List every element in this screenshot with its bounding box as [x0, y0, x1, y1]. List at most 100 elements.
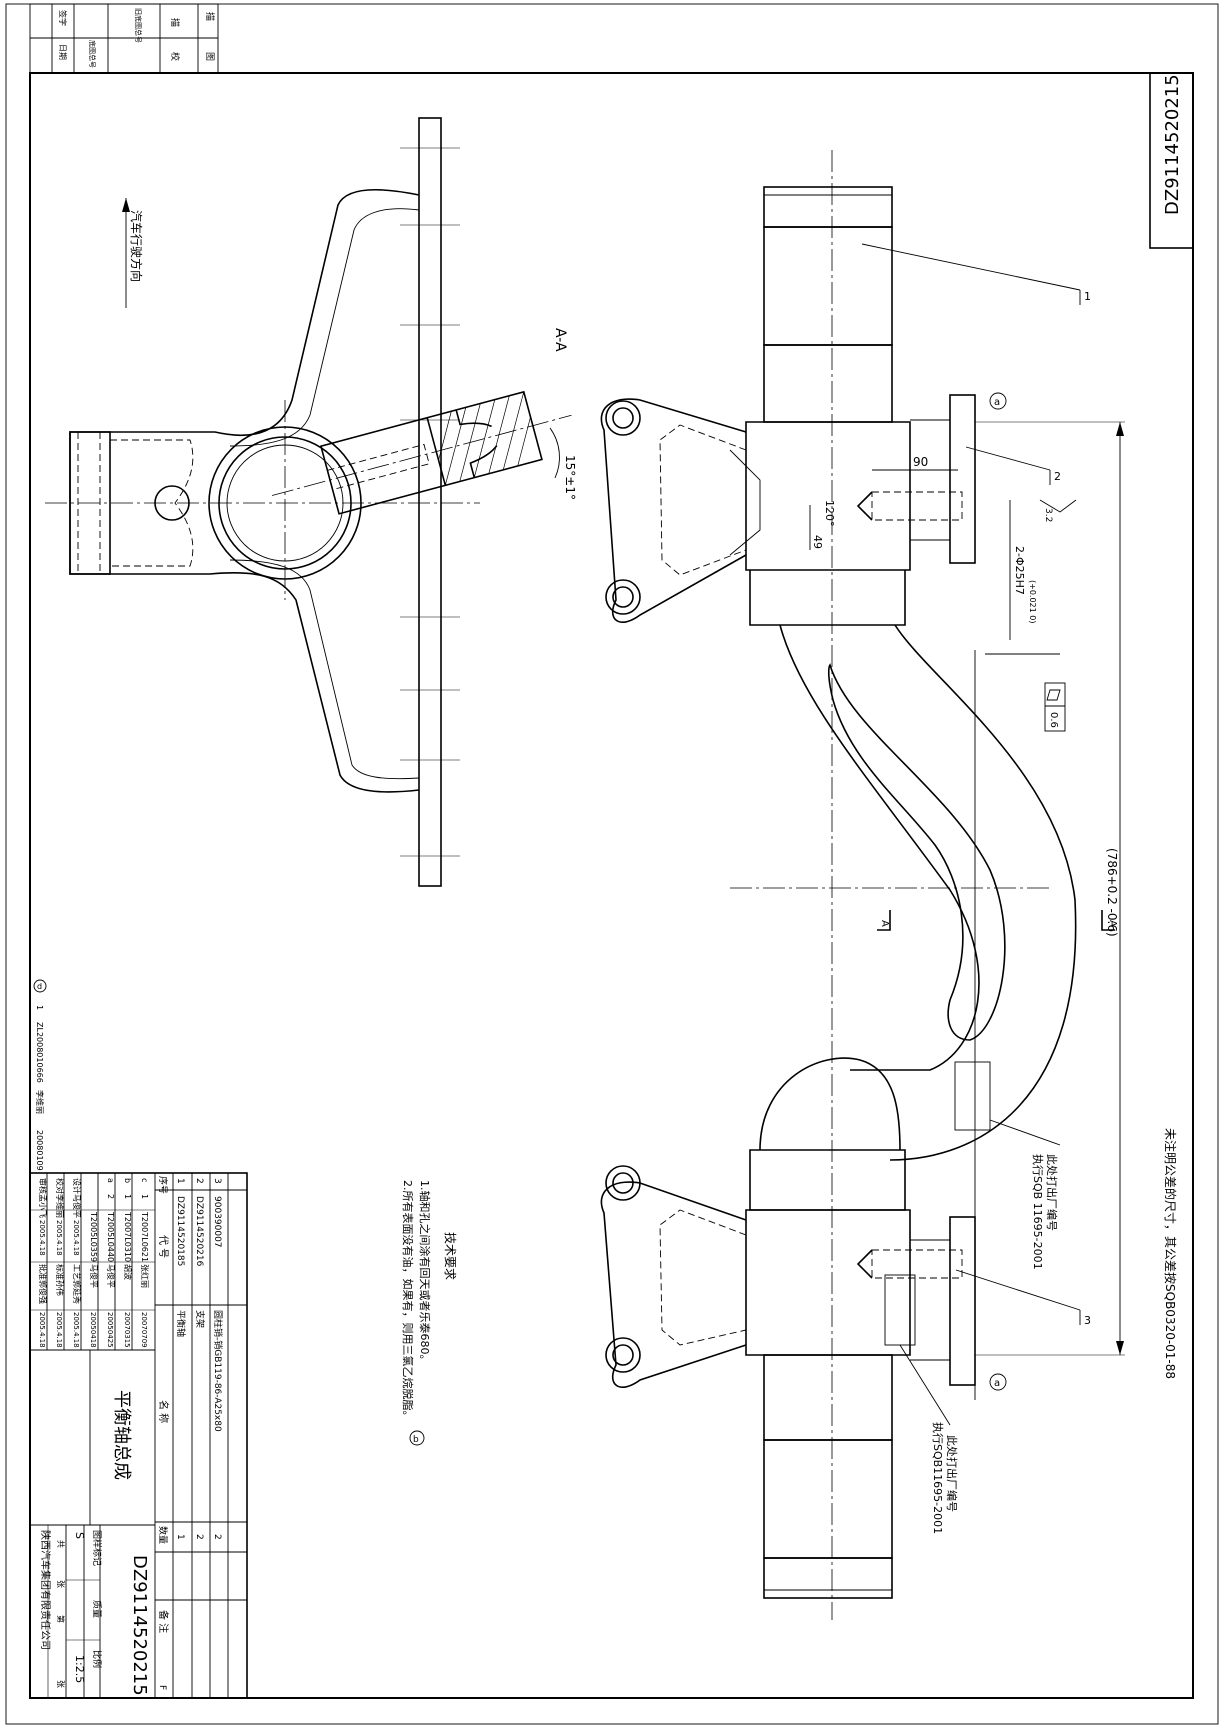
stamp-std-2: 执行SQB11695-2001	[931, 1422, 945, 1534]
title-f: F	[157, 1685, 167, 1690]
change-date: 20050418	[89, 1312, 97, 1348]
revision-mark: d	[37, 982, 42, 991]
top-label-old-base: 旧底图总号	[134, 8, 143, 43]
title-block: 序号 代 号 名 称 数量 备 注 1 DZ9114520185 平衡轴 1 2…	[29, 1172, 248, 1699]
revision-date: 20080109	[35, 1130, 44, 1171]
title-drawing-number: DZ9114520215	[129, 1555, 150, 1696]
row-code: DZ9114520216	[194, 1196, 204, 1267]
section-view-a-a: 15°±1° A-A 汽车行驶方向	[45, 117, 577, 887]
change-num: 1	[123, 1194, 132, 1199]
row-qty: 1	[175, 1534, 185, 1540]
section-label: A-A	[552, 328, 568, 352]
sheet-outer-frame	[5, 3, 1219, 1725]
callout-3: 3	[1084, 1314, 1091, 1327]
sign-role2: 批准	[38, 1264, 48, 1280]
change-mark: a	[106, 1178, 115, 1183]
header-qty: 数量	[157, 1526, 169, 1544]
row-name: 圆柱销-销GB119-86-A25x80	[212, 1310, 224, 1432]
section-marker-right: A	[1107, 920, 1118, 927]
row-qty: 2	[212, 1534, 222, 1540]
revision-index: 1	[35, 1005, 44, 1010]
sign-date: 2005.4.18	[72, 1220, 80, 1256]
hole-tol: (+0.021 0)	[1028, 580, 1037, 623]
drawing-number-vertical: DZ9114520215	[1162, 74, 1183, 215]
change-date: 20070315	[123, 1312, 131, 1348]
sign-date2: 2005.4.18	[55, 1312, 63, 1348]
sign-role: 设计	[72, 1178, 82, 1194]
dim-overall: (786+0.2 -0.6)	[1105, 848, 1119, 937]
dim-49: 49	[811, 535, 824, 549]
revision-record: d 1 ZL2008010666 李维丽 20080109	[33, 979, 47, 1171]
stamp-std-1: 执行SQB 11695-2001	[1031, 1154, 1045, 1270]
sign-role: 校对	[55, 1178, 65, 1194]
change-who: 胡波	[123, 1264, 133, 1280]
top-label-base: 底图总号	[88, 40, 97, 68]
sign-date: 2005.4.18	[55, 1220, 63, 1256]
top-label-miao: 描	[169, 18, 181, 27]
mark-a-top: a	[994, 397, 1000, 408]
change-mark: b	[123, 1178, 132, 1183]
tech-title: 技术要求	[443, 1232, 457, 1280]
label-scale: 比例	[91, 1650, 103, 1668]
surface-finish: 3.2	[1043, 508, 1053, 522]
change-doc: T2005L0359	[89, 1211, 98, 1262]
header-code: 代 号	[157, 1235, 169, 1258]
mark-s: S	[73, 1532, 86, 1539]
flatness-value: 0.6	[1048, 712, 1059, 728]
change-num: 1	[140, 1194, 149, 1199]
top-label-jiao: 校	[169, 52, 181, 61]
sign-role: 审核	[38, 1178, 48, 1194]
label-mass: 质量	[91, 1600, 103, 1618]
sheet-inner-frame	[29, 72, 1194, 1699]
row-code: DZ9114520185	[175, 1196, 185, 1266]
stamp-note-2: 此处打出厂编号	[945, 1435, 959, 1512]
label-sheet-1: 张	[56, 1580, 65, 1588]
sign-role2: 标准	[55, 1264, 65, 1280]
change-num: 2	[106, 1194, 115, 1199]
title-part-name: 平衡轴总成	[111, 1390, 132, 1480]
tech-req-2: 2.所有表面没有油，如果有，则用三氯乙烷脱脂。	[401, 1180, 415, 1422]
top-label-date: 日期	[58, 44, 67, 60]
revision-doc: ZL2008010666	[35, 1022, 44, 1083]
sign-name2: 郭延秀	[72, 1280, 82, 1304]
label-page: 第	[56, 1615, 66, 1623]
angle-note: 15°±1°	[563, 455, 577, 500]
row-qty: 2	[194, 1534, 204, 1540]
top-label-tu: 图	[204, 52, 215, 61]
scale-value: 1:2.5	[73, 1655, 86, 1683]
callout-1: 1	[1084, 290, 1091, 303]
company-name: 陕西汽车集团有限责任公司	[39, 1530, 52, 1650]
tech-req-1-mark: b	[413, 1435, 419, 1445]
callout-2: 2	[1054, 470, 1061, 483]
label-sheet-2: 张	[56, 1680, 65, 1688]
direction-note: 汽车行驶方向	[129, 210, 144, 282]
sign-name2: 孙伟	[55, 1280, 65, 1296]
row-seq: 1	[175, 1178, 185, 1184]
header-name: 名 称	[157, 1400, 170, 1423]
header-seq: 序号	[157, 1176, 169, 1194]
tech-req-1: 1.轴和孔之间涂有回天或者乐泰680。	[418, 1180, 432, 1366]
main-view-balance-axle: (786+0.2 -0.6) 90 49 120° 2-Φ25H7 (+0.02…	[600, 150, 1125, 1620]
hole-spec: 2-Φ25H7	[1013, 546, 1026, 595]
top-signature-block: 描 图 描 校 旧底图总号 底图总号 签字 日期	[29, 3, 219, 74]
row-name: 平衡轴	[175, 1310, 187, 1337]
top-label-sign: 签字	[58, 10, 68, 26]
change-who: 马俊平	[106, 1264, 116, 1288]
dim-90: 90	[913, 455, 928, 469]
sign-name: 马俊平	[72, 1194, 82, 1218]
change-doc: T2007L0621	[140, 1211, 149, 1262]
change-who: 张红丽	[140, 1264, 150, 1288]
row-seq: 2	[194, 1178, 204, 1184]
change-who: 马俊平	[89, 1264, 99, 1288]
sign-date2: 2005.4.18	[72, 1312, 80, 1348]
change-date: 20050425	[106, 1312, 114, 1348]
stamp-note-1: 此处打出厂编号	[1045, 1154, 1059, 1231]
technical-requirements: 技术要求 1.轴和孔之间涂有回天或者乐泰680。 b 2.所有表面没有油，如果有…	[401, 1180, 457, 1446]
sign-name: 李维丽	[55, 1194, 65, 1218]
top-label-miao2: 描	[204, 12, 216, 21]
change-mark: c	[140, 1178, 149, 1182]
header-note: 备 注	[157, 1610, 170, 1633]
label-total: 共	[56, 1540, 65, 1548]
row-seq: 3	[212, 1178, 222, 1184]
